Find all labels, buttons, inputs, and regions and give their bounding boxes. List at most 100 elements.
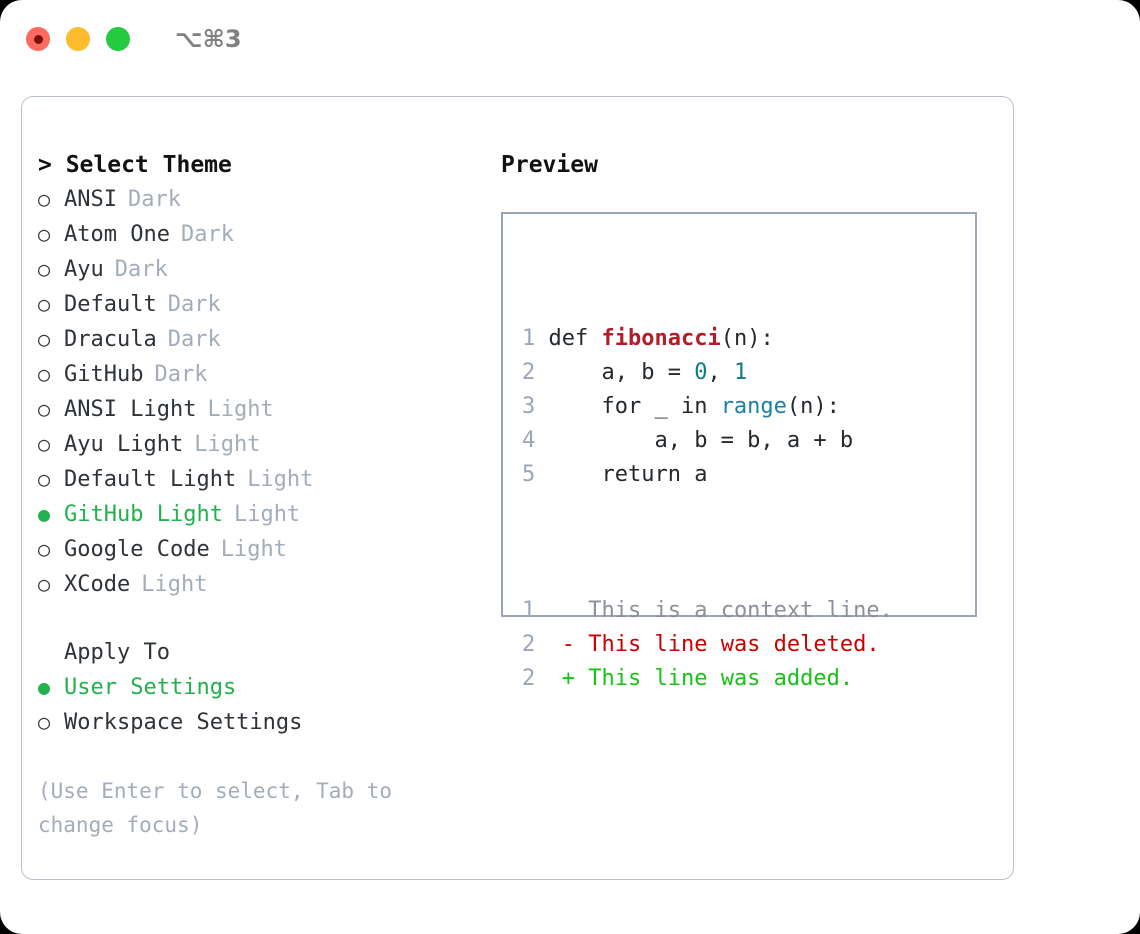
- code-line: 2 a, b = 0, 1: [522, 356, 893, 390]
- radio-unselected-icon: ○: [38, 397, 51, 421]
- line-number: 5: [522, 462, 536, 487]
- diff-text: This line was added.: [575, 666, 854, 691]
- theme-variant-badge: Dark: [180, 222, 234, 247]
- preview-column: Preview 1 def fibonacci(n):2 a, b = 0, 1…: [501, 148, 1001, 691]
- line-number: 1: [522, 598, 536, 623]
- theme-option-default[interactable]: ○ Default Dark: [38, 287, 488, 322]
- apply-option-workspace-settings[interactable]: ○ Workspace Settings: [38, 705, 488, 740]
- diff-gutter-space: [535, 598, 562, 623]
- theme-option-label: Ayu Light: [64, 432, 184, 457]
- radio-unselected-icon: ○: [38, 327, 51, 351]
- apply-to-list: ● User Settings ○ Workspace Settings: [38, 670, 488, 740]
- theme-option-ayu-light[interactable]: ○ Ayu Light Light: [38, 427, 488, 462]
- theme-option-label: GitHub: [64, 362, 144, 387]
- theme-option-label: Google Code: [64, 537, 210, 562]
- line-number: 2: [522, 360, 536, 385]
- code-token-kw: def: [548, 326, 602, 351]
- radio-unselected-icon: ○: [38, 432, 51, 456]
- close-window-button[interactable]: [26, 27, 50, 51]
- theme-option-label: Ayu: [64, 257, 104, 282]
- theme-option-label: ANSI: [64, 187, 117, 212]
- theme-variant-badge: Light: [207, 397, 274, 422]
- diff-sign: -: [561, 632, 575, 657]
- diff-gutter-space: [535, 632, 562, 657]
- radio-selected-icon: ●: [38, 675, 51, 699]
- line-number: 2: [522, 632, 536, 657]
- line-number: 2: [522, 666, 536, 691]
- diff-block: 1 This is a context line.2 - This line w…: [522, 594, 893, 696]
- theme-variant-badge: Light: [233, 502, 301, 527]
- line-number: 1: [522, 326, 536, 351]
- diff-gutter-space: [535, 666, 562, 691]
- maximize-window-button[interactable]: [106, 27, 130, 51]
- apply-option-label: User Settings: [64, 675, 237, 700]
- theme-variant-badge: Dark: [167, 292, 221, 317]
- theme-option-google-code[interactable]: ○ Google Code Light: [38, 532, 488, 567]
- code-line: 4 a, b = b, a + b: [522, 424, 893, 458]
- code-token-plain: a, b =: [548, 360, 695, 385]
- theme-variant-badge: Light: [194, 432, 261, 457]
- apply-to-header: Apply To: [64, 640, 170, 665]
- diff-sign: +: [561, 666, 575, 691]
- theme-option-github[interactable]: ○ GitHub Dark: [38, 357, 488, 392]
- preview-header: Preview: [501, 152, 598, 178]
- line-gutter-space: [535, 326, 548, 351]
- theme-option-label: Default Light: [64, 467, 237, 492]
- radio-selected-icon: ●: [38, 502, 51, 526]
- theme-option-label: Atom One: [64, 222, 170, 247]
- line-gutter-space: [535, 462, 548, 487]
- apply-option-label: Workspace Settings: [64, 710, 303, 735]
- line-number: 4: [522, 428, 536, 453]
- code-token-func: fibonacci: [601, 326, 721, 351]
- line-gutter-space: [535, 360, 548, 385]
- line-number: 3: [522, 394, 536, 419]
- code-token-plain: (n):: [786, 394, 840, 419]
- diff-text: This line was deleted.: [575, 632, 880, 657]
- radio-unselected-icon: ○: [38, 362, 51, 386]
- radio-unselected-icon: ○: [38, 292, 51, 316]
- theme-variant-badge: Dark: [167, 327, 221, 352]
- diff-line-del: 2 - This line was deleted.: [522, 628, 893, 662]
- code-token-num: 0: [694, 360, 708, 385]
- theme-variant-badge: Dark: [154, 362, 208, 387]
- radio-unselected-icon: ○: [38, 537, 51, 561]
- code-token-plain: return a: [548, 462, 708, 487]
- theme-option-label: ANSI Light: [64, 397, 197, 422]
- radio-unselected-icon: ○: [38, 710, 51, 734]
- apply-option-user-settings[interactable]: ● User Settings: [38, 670, 488, 705]
- line-gutter-space: [535, 394, 548, 419]
- radio-unselected-icon: ○: [38, 467, 51, 491]
- code-line: 1 def fibonacci(n):: [522, 322, 893, 356]
- theme-option-label: Default: [64, 292, 157, 317]
- theme-option-ansi-light[interactable]: ○ ANSI Light Light: [38, 392, 488, 427]
- radio-unselected-icon: ○: [38, 257, 51, 281]
- code-token-plain: for _ in: [548, 394, 721, 419]
- code-token-plain: a, b = b, a + b: [548, 428, 854, 453]
- select-theme-header: > Select Theme: [38, 152, 232, 178]
- theme-option-github-light[interactable]: ● GitHub Light Light: [38, 497, 488, 532]
- minimize-window-button[interactable]: [66, 27, 90, 51]
- list-spacer: [38, 602, 488, 636]
- theme-option-label: XCode: [64, 572, 131, 597]
- diff-line-add: 2 + This line was added.: [522, 662, 893, 696]
- code-line: 5 return a: [522, 458, 893, 492]
- theme-variant-badge: Light: [220, 537, 287, 562]
- code-line: 3 for _ in range(n):: [522, 390, 893, 424]
- radio-unselected-icon: ○: [38, 572, 51, 596]
- diff-line-ctx: 1 This is a context line.: [522, 594, 893, 628]
- theme-option-ansi[interactable]: ○ ANSI Dark: [38, 182, 488, 217]
- radio-unselected-icon: ○: [38, 187, 51, 211]
- diff-sign: [562, 598, 575, 623]
- code-token-plain: ,: [707, 360, 734, 385]
- theme-variant-badge: Dark: [127, 187, 181, 212]
- theme-option-label: GitHub Light: [64, 502, 223, 527]
